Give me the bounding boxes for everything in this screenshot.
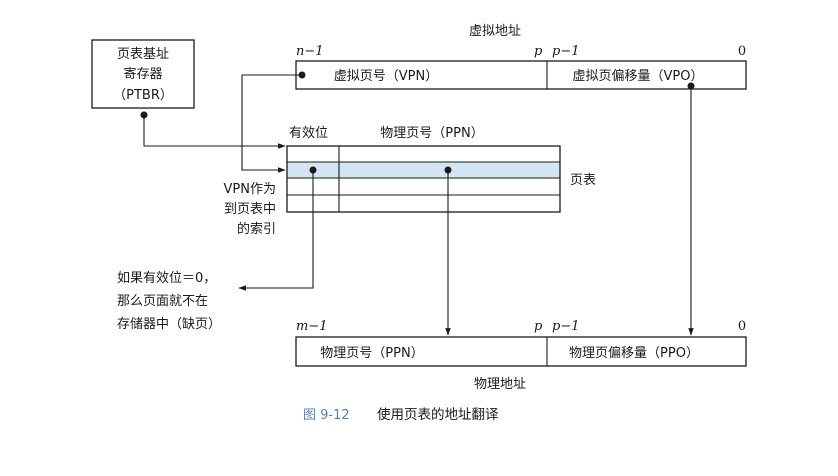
ppn-field-label: 物理页号（PPN） xyxy=(320,346,423,361)
page-table-box xyxy=(286,145,561,213)
vpn-index-arrow xyxy=(241,74,302,173)
pa-bit-p-label: p xyxy=(534,319,543,334)
valid-bit-header: 有效位 xyxy=(289,126,328,141)
fault-note-line3: 存储器中（缺页） xyxy=(117,317,221,332)
physical-address-title: 物理地址 xyxy=(474,377,526,392)
indexed-row-highlight xyxy=(287,162,560,178)
fault-note-line1: 如果有效位＝0， xyxy=(117,270,216,286)
pa-bit-p1-label: p−1 xyxy=(552,319,580,334)
ppo-field-label: 物理页偏移量（PPO） xyxy=(569,346,699,361)
valid-bit-to-fault-arrow xyxy=(238,170,314,291)
vpn-field-label: 虚拟页号（VPN） xyxy=(334,69,438,84)
index-note-line1: VPN作为 xyxy=(224,182,276,197)
va-bit-p1-label: p−1 xyxy=(552,44,580,59)
virtual-address-title: 虚拟地址 xyxy=(469,24,521,39)
pa-bit-high-label: m−1 xyxy=(296,319,328,334)
figure-number: 图 9-12 xyxy=(303,408,350,423)
ppn-column-header: 物理页号（PPN） xyxy=(380,126,483,141)
virtual-address-box xyxy=(295,60,747,90)
ptbr-label-line3: （PTBR） xyxy=(113,88,173,103)
index-note-line2: 到页表中 xyxy=(224,202,276,217)
figure-caption: 使用页表的地址翻译 xyxy=(377,406,499,423)
ptbr-label-line2: 寄存器 xyxy=(123,66,162,82)
page-table-label: 页表 xyxy=(570,173,596,188)
index-note-line3: 的索引 xyxy=(237,221,276,237)
pa-bit-zero-label: 0 xyxy=(738,319,746,334)
ptbr-to-page-table-arrow xyxy=(143,115,286,149)
ptbr-box xyxy=(91,39,195,109)
va-bit-high-label: n−1 xyxy=(296,44,324,59)
va-bit-zero-label: 0 xyxy=(738,44,746,59)
ptbr-label-line1: 页表基址 xyxy=(117,47,169,62)
fault-note-line2: 那么页面就不在 xyxy=(117,294,208,309)
physical-address-box xyxy=(295,336,747,367)
va-bit-p-label: p xyxy=(534,44,543,59)
vpo-field-label: 虚拟页偏移量（VPO） xyxy=(573,69,704,84)
